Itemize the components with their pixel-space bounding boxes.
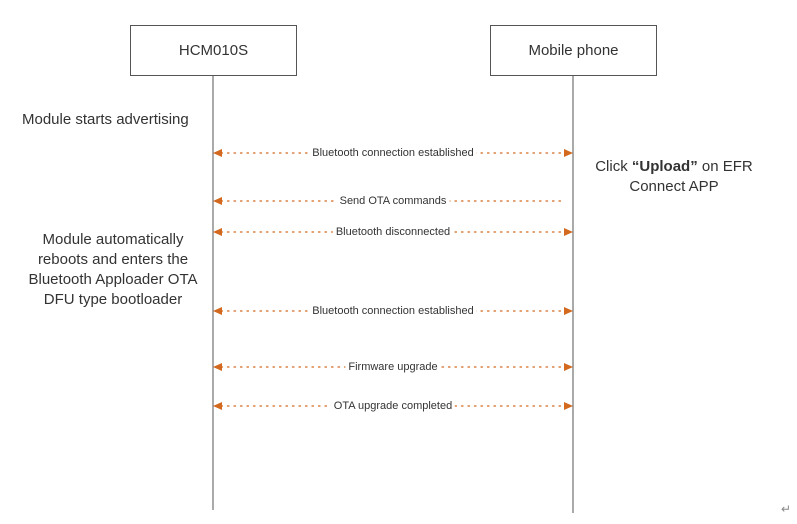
participant-hcm010s: HCM010S [130, 25, 297, 76]
note-text: Click [595, 158, 632, 175]
message-label: Bluetooth connection established [309, 305, 477, 317]
message-label: Bluetooth connection established [309, 147, 477, 159]
participant-label: Mobile phone [528, 42, 619, 59]
arrowhead-left [213, 228, 222, 236]
return-icon: ↵ [781, 502, 792, 516]
arrowhead-right [564, 149, 573, 157]
note-line: Bluetooth Apploader OTA [28, 271, 198, 288]
note-click-upload: Click “Upload” on EFR Connect APP [576, 157, 772, 197]
arrowhead-right [564, 363, 573, 371]
arrowhead-left [213, 363, 222, 371]
message-label: Send OTA commands [336, 195, 450, 207]
note-bold-text: Upload [639, 158, 691, 175]
note-text: on EFR [697, 158, 753, 175]
arrowhead-right [564, 307, 573, 315]
arrowhead-left [213, 197, 222, 205]
note-module-advertising: Module starts advertising [22, 110, 212, 130]
arrowhead-left [213, 402, 222, 410]
message-label: Bluetooth disconnected [332, 226, 454, 238]
participant-mobile-phone: Mobile phone [490, 25, 657, 76]
note-line: Click “Upload” on EFR [576, 157, 772, 177]
arrowhead-left [213, 307, 222, 315]
arrowhead-right [564, 228, 573, 236]
note-line: reboots and enters the [37, 251, 189, 268]
arrowhead-left [213, 149, 222, 157]
note-quote: ” [690, 158, 698, 175]
participant-label: HCM010S [178, 42, 249, 59]
note-quote: “ [631, 158, 640, 175]
note-line: Connect APP [629, 178, 719, 195]
note-line: Module automatically [42, 231, 184, 248]
message-label: Firmware upgrade [345, 361, 441, 373]
note-line: DFU type bootloader [43, 291, 183, 308]
message-label: OTA upgrade completed [330, 400, 456, 412]
note-text: Module starts advertising [22, 111, 189, 128]
arrowhead-right [564, 402, 573, 410]
note-module-reboot: Module automatically reboots and enters … [10, 230, 216, 310]
